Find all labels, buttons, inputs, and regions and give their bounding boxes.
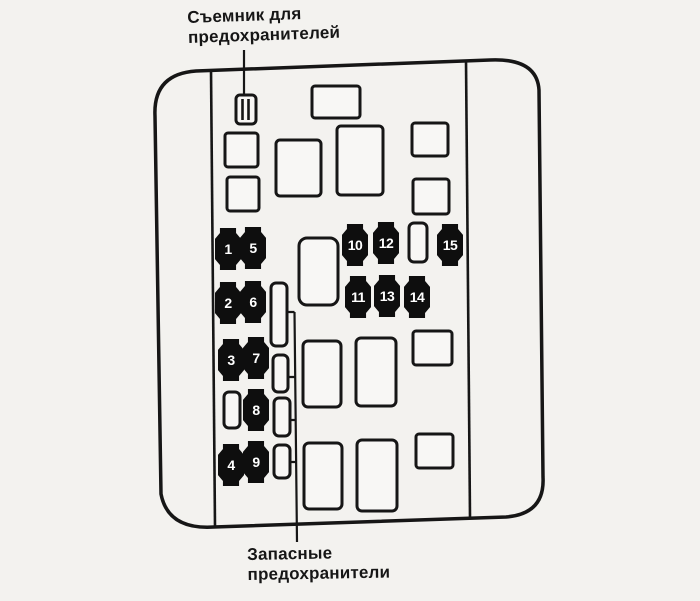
fuse-2: 2: [215, 282, 241, 324]
fuse-3: 3: [218, 339, 244, 381]
relay-slot: [411, 177, 451, 216]
fuse-number: 1: [224, 241, 232, 257]
fuse-7: 7: [243, 337, 269, 379]
fuse-4: 4: [218, 444, 244, 486]
fuse-number: 4: [227, 457, 235, 473]
fuse-11: 11: [345, 276, 371, 318]
fuse-number: 2: [224, 295, 232, 311]
relay-slot: [410, 121, 450, 158]
relay-slot: [225, 175, 261, 213]
fuse-9: 9: [243, 441, 269, 483]
fuse-8: 8: [243, 389, 269, 431]
relay-slot: [355, 438, 399, 513]
relay-slot: [302, 441, 344, 511]
fuse-number: 15: [442, 237, 458, 253]
relay-slot: [335, 124, 385, 197]
spare-fuse-slot: [272, 443, 292, 480]
spare-fuses-leader-line: [287, 310, 299, 543]
relay-slot: [354, 336, 398, 408]
fuse-number: 9: [252, 454, 260, 470]
fuse-puller-icon: [234, 93, 258, 126]
fuse-number: 13: [379, 288, 395, 304]
fuse-number: 8: [252, 402, 260, 418]
fuse-number: 5: [249, 240, 257, 256]
fuse-number: 11: [351, 289, 365, 305]
spare-fuse-slot: [272, 396, 292, 438]
fuse-10: 10: [342, 224, 368, 266]
fuse-1: 1: [215, 228, 241, 270]
relay-slot: [223, 131, 260, 169]
fuse-number: 10: [347, 237, 363, 253]
fuse-5: 5: [240, 227, 266, 269]
relay-slot: [301, 339, 343, 409]
fuse-number: 7: [252, 350, 260, 366]
spare-fuse-slot: [271, 353, 290, 394]
fuse-12: 12: [373, 222, 399, 264]
empty-fuse-slot: [222, 390, 242, 430]
fuse-number: 6: [249, 294, 257, 310]
fuse-number: 14: [409, 289, 425, 305]
fuse-13: 13: [374, 275, 400, 317]
fuse-6: 6: [240, 281, 266, 323]
empty-fuse-slot: [407, 221, 429, 264]
spare-fuse-slot: [269, 281, 289, 348]
fuse-number: 3: [227, 352, 235, 368]
right-divider-line: [464, 60, 472, 518]
fuse-15: 15: [437, 224, 463, 266]
left-divider-line: [209, 69, 217, 528]
fuse-box-outline: [153, 58, 545, 529]
fuse-14: 14: [404, 276, 430, 318]
fuse-number: 12: [378, 235, 394, 251]
relay-slot: [274, 138, 323, 198]
relay-slot: [411, 329, 454, 367]
spare-fuses-label: Запасные предохранители: [247, 543, 391, 584]
relay-slot: [310, 84, 362, 120]
relay-slot: [414, 432, 455, 470]
relay-slot: [297, 236, 340, 307]
fuse-puller-label: Съемник для предохранителей: [187, 4, 341, 47]
